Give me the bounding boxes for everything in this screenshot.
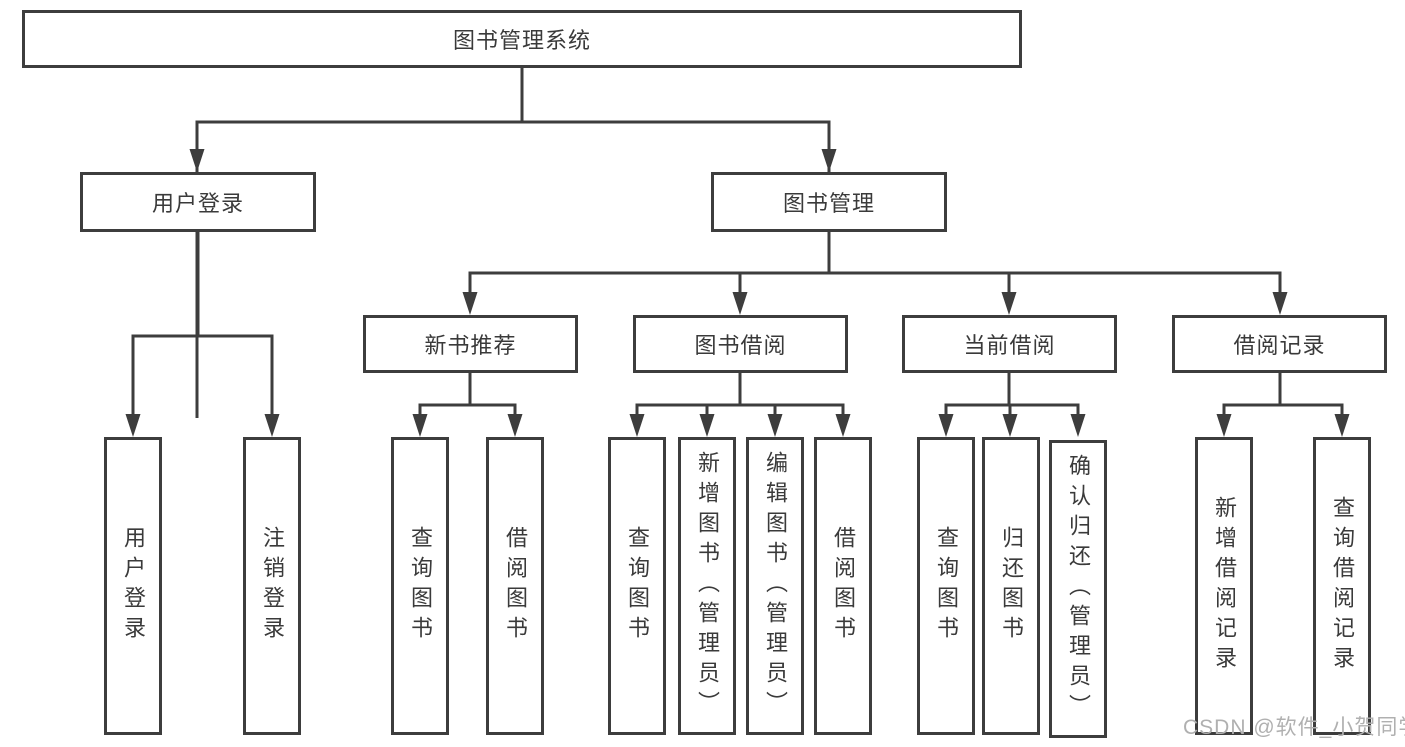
leaf-confirm-return-admin: 确认归还（管理员） [1049,440,1107,738]
leaf-add-books-admin: 新增图书（管理员） [678,437,736,735]
leaf-return-books-label: 归还图书 [999,526,1024,646]
node-book-management-label: 图书管理 [782,191,875,216]
leaf-query-books-current: 查询图书 [917,437,975,735]
node-current-borrowing: 当前借阅 [902,315,1117,373]
leaf-return-books: 归还图书 [982,437,1040,735]
leaf-query-books-recommend: 查询图书 [391,437,449,735]
leaf-query-borrow-record-label: 查询借阅记录 [1330,496,1355,676]
leaf-user-login-label: 用户登录 [121,526,146,646]
leaf-query-books-borrowing: 查询图书 [608,437,666,735]
leaf-add-borrow-record-label: 新增借阅记录 [1212,496,1237,676]
leaf-query-books-borrowing-label: 查询图书 [625,526,650,646]
node-user-login-label: 用户登录 [151,191,244,216]
leaf-logout-label: 注销登录 [260,526,285,646]
node-user-login: 用户登录 [80,172,316,232]
node-borrowing-records-label: 借阅记录 [1233,333,1326,358]
node-root-label: 图书管理系统 [452,28,591,53]
node-book-borrowing: 图书借阅 [633,315,848,373]
leaf-borrow-books-recommend: 借阅图书 [486,437,544,735]
edge-arrowheads [125,149,1350,437]
leaf-edit-books-admin: 编辑图书（管理员） [746,437,804,735]
node-new-book-recommendation: 新书推荐 [363,315,578,373]
node-new-book-recommendation-label: 新书推荐 [424,333,517,358]
leaf-add-books-admin-label: 新增图书（管理员） [695,451,720,721]
leaf-query-books-recommend-label: 查询图书 [408,526,433,646]
node-book-management: 图书管理 [711,172,947,232]
leaf-confirm-return-admin-label: 确认归还（管理员） [1066,454,1091,724]
leaf-add-borrow-record: 新增借阅记录 [1195,437,1253,735]
leaf-borrow-books-recommend-label: 借阅图书 [503,526,528,646]
node-current-borrowing-label: 当前借阅 [963,333,1056,358]
node-book-borrowing-label: 图书借阅 [694,333,787,358]
leaf-user-login: 用户登录 [104,437,162,735]
node-root: 图书管理系统 [22,10,1022,68]
watermark: CSDN @软件_小贺同学 [1183,716,1405,739]
edge-lines [131,68,1344,419]
leaf-logout: 注销登录 [243,437,301,735]
node-borrowing-records: 借阅记录 [1172,315,1387,373]
leaf-borrow-books: 借阅图书 [814,437,872,735]
leaf-edit-books-admin-label: 编辑图书（管理员） [763,451,788,721]
leaf-query-borrow-record: 查询借阅记录 [1313,437,1371,735]
leaf-query-books-current-label: 查询图书 [934,526,959,646]
leaf-borrow-books-label: 借阅图书 [831,526,856,646]
